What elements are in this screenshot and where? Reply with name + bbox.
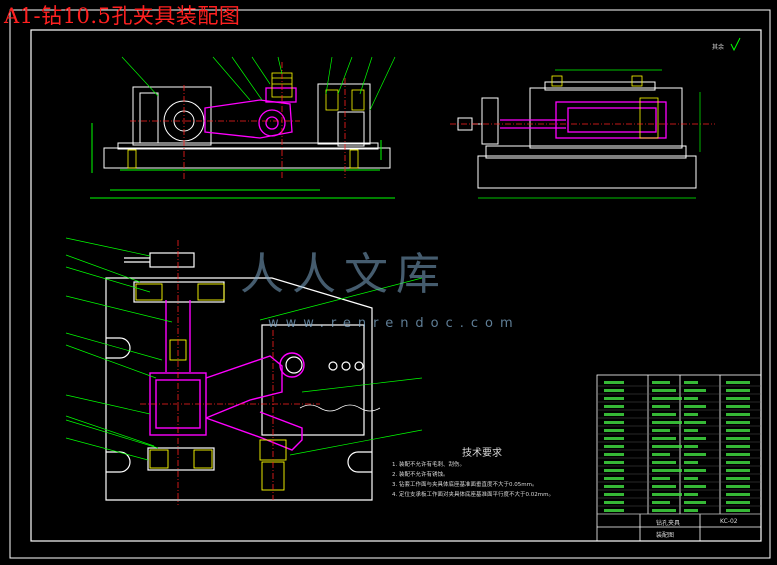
parts-row-entry [604, 445, 624, 448]
parts-row-entry [684, 397, 698, 400]
parts-row-entry [652, 437, 676, 440]
parts-row-entry [652, 509, 676, 512]
parts-row-entry [726, 509, 750, 512]
parts-row-entry [604, 509, 624, 512]
parts-row-entry [604, 469, 624, 472]
parts-row-entry [604, 437, 624, 440]
parts-row-entry [684, 461, 698, 464]
title-block-drawing-name: 钻孔夹具 [656, 520, 681, 527]
parts-row-entry [726, 429, 750, 432]
parts-row-entry [684, 469, 706, 472]
parts-row-entry [726, 437, 750, 440]
technical-requirements-heading: 技术要求 [462, 448, 502, 459]
parts-row-entry [684, 413, 698, 416]
main-view-hatch [135, 283, 287, 491]
side-view [457, 81, 697, 189]
side-view-hatch [551, 75, 659, 139]
watermark-text: 人人文库 [240, 249, 448, 300]
parts-row-entry [726, 421, 750, 424]
parts-row-entry [652, 469, 682, 472]
parts-row-entry [684, 493, 698, 496]
technical-requirement-1: 1. 装配不允许有毛刺、刮伤。 [392, 462, 465, 468]
parts-row-entry [604, 397, 624, 400]
parts-row-entry [652, 421, 682, 424]
parts-row-entry [726, 445, 750, 448]
technical-requirement-3: 3. 钻套工作面与夹具体底座基准面垂直度不大于0.05mm。 [392, 482, 538, 488]
parts-row-entry [726, 469, 750, 472]
main-view [105, 252, 373, 501]
parts-row-entry [684, 453, 706, 456]
parts-row-entry [726, 381, 750, 384]
break-line [299, 404, 381, 412]
parts-row-entry [652, 501, 670, 504]
parts-row-entry [652, 405, 670, 408]
parts-row-entry [684, 429, 698, 432]
parts-row-entry [684, 405, 706, 408]
parts-row-entry [726, 453, 750, 456]
parts-row-entry [684, 509, 698, 512]
parts-row-entry [604, 501, 624, 504]
parts-row-entry [684, 389, 706, 392]
parts-row-entry [652, 485, 676, 488]
roughness-note: 其余 [712, 44, 725, 51]
parts-row-entry [604, 405, 624, 408]
parts-row-entry [726, 493, 750, 496]
parts-row-entry [726, 477, 750, 480]
technical-requirement-4: 4. 定位支承板工作面对夹具体底座基准面平行度不大于0.02mm。 [392, 492, 554, 498]
side-view-accent [500, 101, 667, 139]
outer-frame [9, 9, 771, 559]
parts-row-entry [726, 405, 750, 408]
front-view-leaders [121, 56, 396, 111]
parts-row-entry [684, 421, 706, 424]
inner-frame [30, 29, 762, 542]
parts-row-entry [684, 445, 698, 448]
parts-row-entry [652, 413, 676, 416]
parts-list-rows [597, 381, 761, 515]
watermark-url: www.renrendoc.com [268, 316, 520, 331]
parts-row-entry [604, 461, 624, 464]
parts-row-entry [726, 461, 750, 464]
parts-row-entry [604, 453, 624, 456]
parts-row-entry [652, 381, 670, 384]
parts-row-entry [604, 381, 624, 384]
parts-row-entry [652, 397, 682, 400]
parts-row-entry [604, 421, 624, 424]
parts-row-entry [684, 485, 706, 488]
parts-row-entry [652, 477, 670, 480]
parts-row-entry [684, 381, 698, 384]
main-view-leaders [65, 237, 423, 461]
parts-row-entry [604, 429, 624, 432]
title-block-code: KC-02 [720, 518, 738, 525]
parts-row-entry [604, 413, 624, 416]
parts-row-entry [726, 389, 750, 392]
roughness-symbol [730, 37, 741, 52]
parts-row-entry [726, 485, 750, 488]
drawing-title: A1-钻10.5孔夹具装配图 [4, 4, 241, 28]
main-view-centerlines [140, 240, 320, 505]
parts-row-entry [684, 501, 706, 504]
parts-row-entry [652, 445, 682, 448]
technical-requirement-2: 2. 装配不允许有锈蚀。 [392, 472, 449, 478]
parts-row-entry [726, 501, 750, 504]
parts-row-entry [684, 477, 698, 480]
parts-row-entry [726, 397, 750, 400]
parts-row-entry [604, 477, 624, 480]
parts-row-entry [726, 413, 750, 416]
parts-row-entry [652, 493, 682, 496]
parts-row-entry [652, 389, 676, 392]
parts-row-entry [604, 389, 624, 392]
side-view-dims [478, 69, 701, 199]
parts-row-entry [652, 461, 676, 464]
front-view-centerlines [130, 62, 346, 180]
parts-row-entry [604, 485, 624, 488]
parts-row-entry [652, 429, 670, 432]
title-block-drawing-type: 装配图 [656, 532, 675, 539]
parts-row-entry [604, 493, 624, 496]
parts-row-entry [652, 453, 670, 456]
front-view-accent [204, 87, 297, 139]
parts-row-entry [684, 437, 706, 440]
front-view [90, 83, 395, 199]
